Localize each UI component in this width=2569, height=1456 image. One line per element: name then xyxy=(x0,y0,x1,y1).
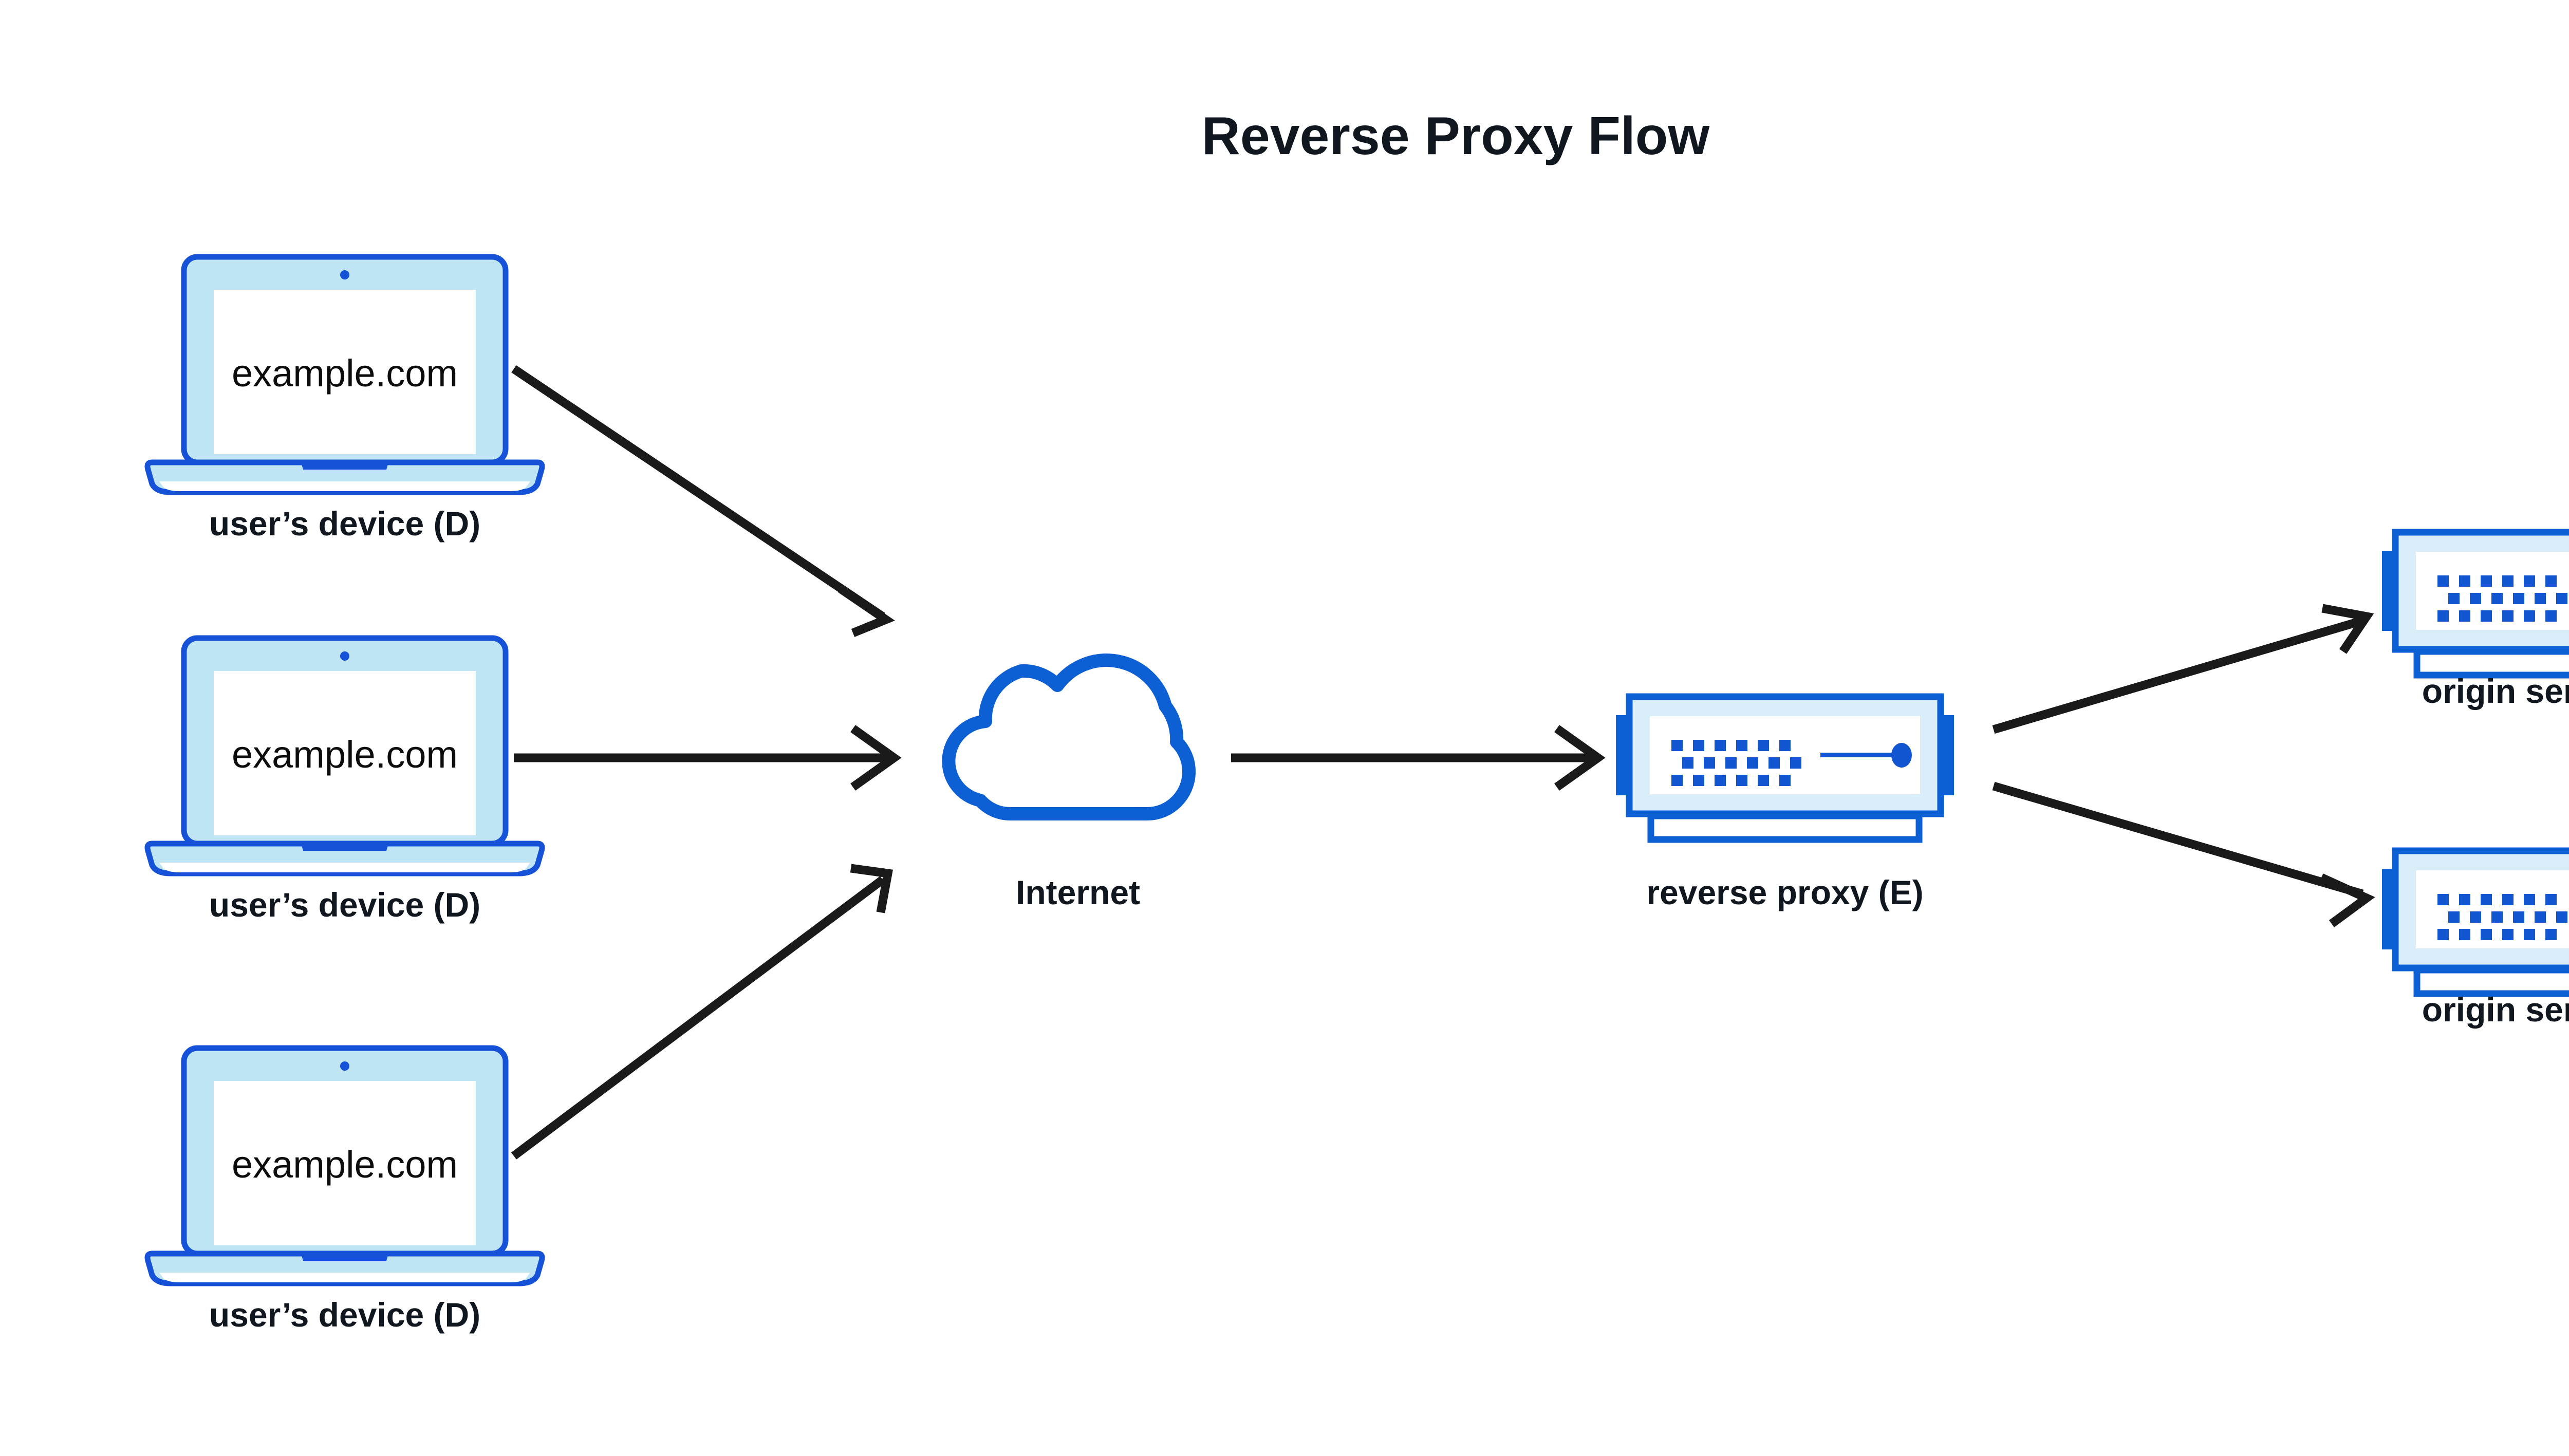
reverse-proxy-label: reverse proxy (E) xyxy=(1646,873,1923,911)
client-screen-url-2: example.com xyxy=(232,733,458,776)
edge-proxy-to-origin2 xyxy=(1992,781,2375,927)
node-user-device-1[interactable]: example.com user’s device (D) xyxy=(147,257,542,543)
cloud-icon xyxy=(948,660,1189,814)
origin-server-label-1: origin server (F) xyxy=(2422,672,2569,710)
edges-layer xyxy=(511,365,2375,1160)
client-label-1: user’s device (D) xyxy=(209,505,480,543)
node-user-device-3[interactable]: example.com user’s device (D) xyxy=(147,1048,542,1334)
edge-client1-to-internet xyxy=(511,365,895,637)
node-user-device-2[interactable]: example.com user’s device (D) xyxy=(147,638,542,924)
server-icon xyxy=(1616,697,1954,839)
client-screen-url-3: example.com xyxy=(232,1143,458,1186)
edge-client3-to-internet xyxy=(511,864,893,1160)
node-reverse-proxy[interactable]: reverse proxy (E) xyxy=(1616,697,1954,911)
node-internet[interactable]: Internet xyxy=(948,660,1189,911)
edge-proxy-to-origin1 xyxy=(1992,604,2374,734)
internet-label: Internet xyxy=(1016,873,1140,911)
client-label-2: user’s device (D) xyxy=(209,886,480,924)
server-icon xyxy=(2382,851,2569,994)
origin-server-label-2: origin server (F) xyxy=(2422,991,2569,1029)
page-title: Reverse Proxy Flow xyxy=(1202,106,1710,166)
edge-internet-to-proxy xyxy=(1231,725,1606,791)
client-label-3: user’s device (D) xyxy=(209,1296,480,1334)
edge-client2-to-internet xyxy=(514,725,902,791)
node-origin-server-2[interactable]: origin server (F) xyxy=(2382,851,2569,1029)
server-icon xyxy=(2382,532,2569,675)
client-screen-url-1: example.com xyxy=(232,352,458,395)
node-origin-server-1[interactable]: origin server (F) xyxy=(2382,532,2569,710)
